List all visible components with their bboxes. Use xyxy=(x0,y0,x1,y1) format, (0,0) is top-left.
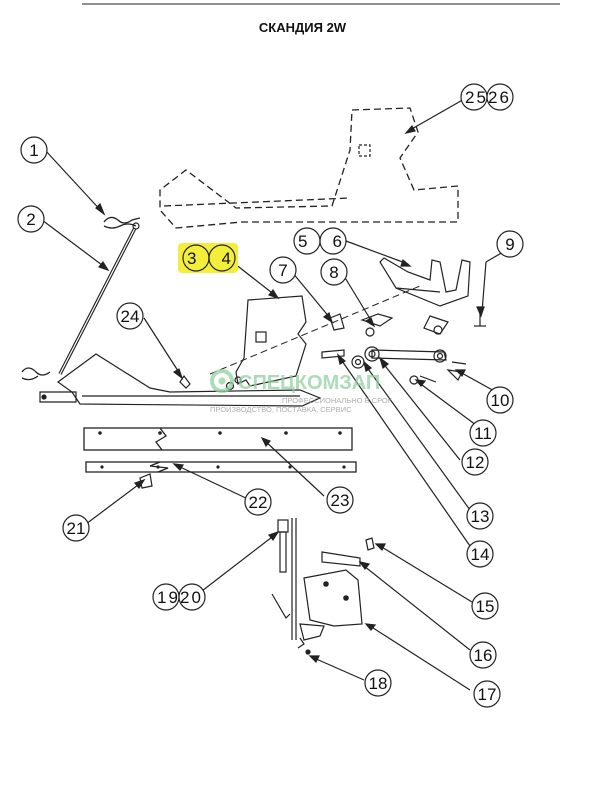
callout-circle xyxy=(496,230,524,258)
hopper-housing-dashed xyxy=(159,107,459,229)
callout-circle xyxy=(364,669,392,697)
flat-bar-23 xyxy=(83,427,353,451)
callout-circle xyxy=(486,83,514,111)
hardware-parts xyxy=(139,312,486,489)
callout-circle xyxy=(17,205,45,233)
watermark-name: СПЕЦКОМЗАП xyxy=(238,372,380,394)
callout-c21: 21 xyxy=(62,514,90,542)
callout-c9: 9 xyxy=(496,230,524,258)
flat-bar-22 xyxy=(85,461,357,473)
callout-circle xyxy=(469,641,497,669)
lever-assembly xyxy=(379,257,471,307)
callout-circle xyxy=(486,386,514,414)
callout-c1920: 1920 xyxy=(152,583,206,611)
lower-deflector xyxy=(39,353,322,407)
bottom-clip xyxy=(21,367,51,381)
callout-number: 17 xyxy=(478,685,497,704)
callout-c22: 22 xyxy=(244,488,272,516)
lower-bracket-assembly xyxy=(271,518,375,655)
callout-c16: 16 xyxy=(469,641,497,669)
callout-c7: 7 xyxy=(269,256,297,284)
callout-number: 10 xyxy=(491,391,510,410)
callout-c11: 11 xyxy=(469,419,497,447)
callout-circle xyxy=(471,592,499,620)
main-side-plate xyxy=(235,295,307,387)
callout-c18: 18 xyxy=(364,669,392,697)
callout-number: 14 xyxy=(471,545,490,564)
callout-number: 8 xyxy=(329,263,338,282)
assembly-dash-line xyxy=(209,285,421,375)
callout-c24: 24 xyxy=(116,302,144,330)
callout-c1: 1 xyxy=(20,136,48,164)
callout-number: 23 xyxy=(331,491,350,510)
callout-number: 11 xyxy=(474,424,492,443)
callout-c8: 8 xyxy=(320,258,348,286)
callout-circle xyxy=(20,136,48,164)
callout-c17: 17 xyxy=(473,680,501,708)
callout-number: 16 xyxy=(474,646,493,665)
watermark-tagline-2: ПРОИЗВОДСТВО, ПОСТАВКА, СЕРВИС xyxy=(210,405,352,414)
callout-circle xyxy=(473,680,501,708)
callout-number: 1 xyxy=(29,141,38,160)
housing-window xyxy=(358,144,371,157)
watermark-tagline: ПРОФЕССИОНАЛЬНО В СРОК xyxy=(282,396,393,405)
callout-c10: 10 xyxy=(486,386,514,414)
callout-c2: 2 xyxy=(17,205,45,233)
callout-number: 7 xyxy=(278,261,287,280)
callout-circle xyxy=(469,419,497,447)
callout-c12: 12 xyxy=(461,448,489,476)
callout-circle xyxy=(466,540,494,568)
callout-c13: 13 xyxy=(466,502,494,530)
callout-number: 24 xyxy=(121,307,140,326)
callout-circle xyxy=(461,448,489,476)
callout-number: 22 xyxy=(249,493,268,512)
callout-circle xyxy=(116,302,144,330)
callout-c15: 15 xyxy=(471,592,499,620)
callout-circle xyxy=(320,258,348,286)
callout-circle xyxy=(466,502,494,530)
support-rod xyxy=(58,222,140,375)
callout-circle xyxy=(269,256,297,284)
flat-bar-22-holes xyxy=(100,465,346,469)
callout-number: 13 xyxy=(471,507,490,526)
callout-c2526: 2526 xyxy=(460,83,514,111)
watermark-gear-icon xyxy=(210,369,234,393)
highlight-box xyxy=(178,243,238,273)
callout-number: 9 xyxy=(505,235,514,254)
callout-c56: 56 xyxy=(293,227,347,255)
leader-lines xyxy=(41,97,511,691)
callout-number: 18 xyxy=(369,674,388,693)
callout-circle xyxy=(62,514,90,542)
callout-number: 15 xyxy=(476,597,495,616)
callout-number: 2 xyxy=(26,210,35,229)
callout-circle xyxy=(178,583,206,611)
callout-circle xyxy=(319,227,347,255)
callout-circle xyxy=(208,244,236,272)
callout-number: 21 xyxy=(67,519,86,538)
callout-number: 12 xyxy=(466,453,485,472)
diagram-title: СКАНДИЯ 2W xyxy=(258,20,347,35)
callout-c23: 23 xyxy=(326,486,354,514)
callout-c14: 14 xyxy=(466,540,494,568)
flat-bar-23-holes xyxy=(98,431,342,435)
watermark: СПЕЦКОМЗАП ПРОФЕССИОНАЛЬНО В СРОК ПРОИЗВ… xyxy=(210,369,393,414)
spring-clip xyxy=(103,216,141,229)
callout-circle xyxy=(244,488,272,516)
callout-circle xyxy=(326,486,354,514)
